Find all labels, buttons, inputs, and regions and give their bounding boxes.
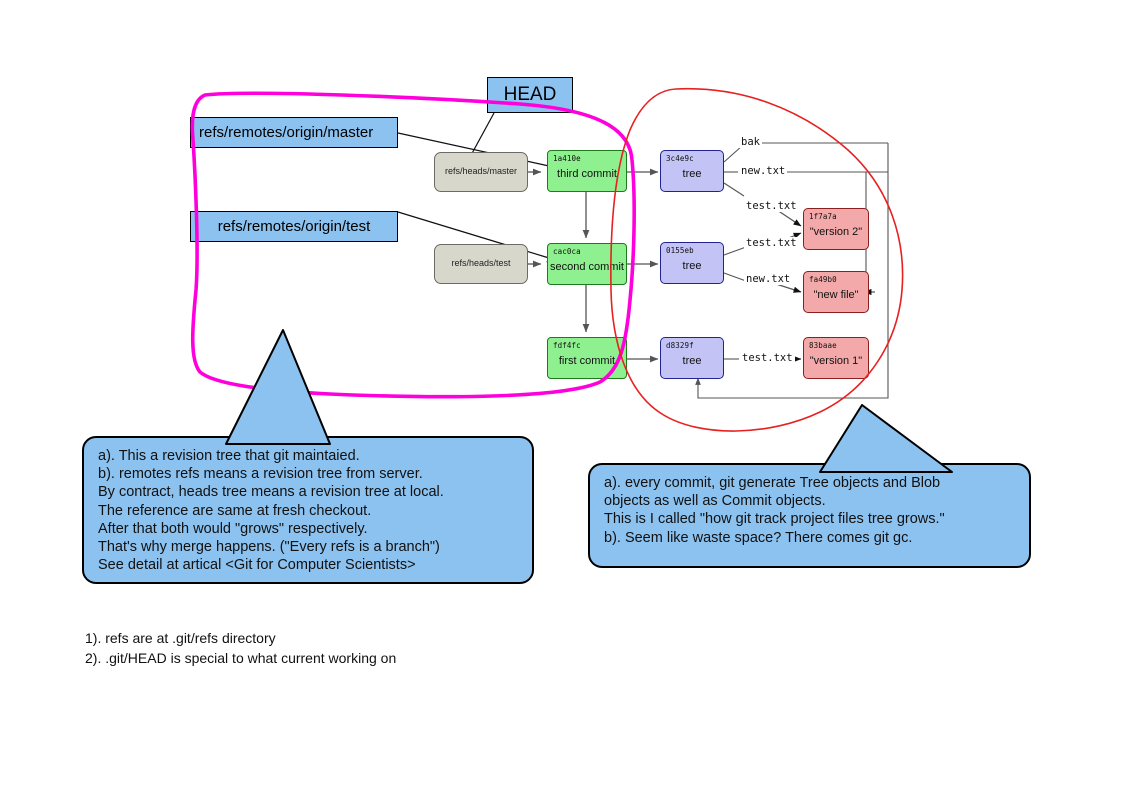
tree-node-d8329f[interactable]: d8329f tree	[660, 337, 724, 379]
commit-hash: fdf4fc	[553, 341, 581, 350]
blob-label: "version 2"	[809, 226, 863, 239]
commit-node-second[interactable]: cac0ca second commit	[547, 243, 627, 285]
callout-right-line-1: a). every commit, git generate Tree obje…	[604, 475, 941, 491]
callout-left: a). This a revision tree that git mainta…	[82, 436, 534, 584]
callout-right-tail	[819, 404, 953, 473]
remote-master-label: refs/remotes/origin/master	[199, 124, 374, 141]
ref-node-heads-master[interactable]: refs/heads/master	[434, 152, 528, 192]
callout-left-line-4: The reference are same at fresh checkout…	[98, 502, 372, 519]
edge-label-new-txt-1: new.txt	[739, 165, 788, 177]
callout-left-line-5: After that both would "grows" respective…	[98, 520, 368, 537]
footer-notes: 1). refs are at .git/refs directory 2). …	[85, 628, 396, 668]
callout-right-line-2: objects as well as Commit objects.	[604, 493, 826, 510]
blob-node-new-file[interactable]: fa49b0 "new file"	[803, 271, 869, 313]
callout-right-line-3: This is I called "how git track project …	[604, 511, 945, 528]
callout-right: a). every commit, git generate Tree obje…	[588, 463, 1031, 568]
blob-hash: 83baae	[809, 341, 837, 350]
callout-left-line-7: See detail at artical <Git for Computer …	[98, 557, 416, 574]
tree-hash: 0155eb	[666, 246, 694, 255]
edge-label-test-txt-3: test.txt	[740, 352, 795, 364]
ref-label: refs/heads/test	[451, 258, 511, 269]
edge-label-test-txt-1: test.txt	[744, 200, 799, 212]
commit-node-third[interactable]: 1a410e third commit	[547, 150, 627, 192]
blob-label: "version 1"	[809, 355, 863, 368]
callout-left-lines: a). This a revision tree that git mainta…	[84, 438, 532, 582]
callout-left-tail	[225, 329, 331, 445]
tree-hash: d8329f	[666, 341, 694, 350]
tree-label: tree	[682, 260, 702, 273]
commit-hash: cac0ca	[553, 247, 581, 256]
blob-node-version-2[interactable]: 1f7a7a "version 2"	[803, 208, 869, 250]
blob-hash: fa49b0	[809, 275, 837, 284]
red-highlight-loop	[610, 87, 904, 432]
footer-note-1: 1). refs are at .git/refs directory	[85, 630, 276, 646]
edge-label-bak: bak	[739, 136, 762, 148]
callout-left-line-1: a). This a revision tree that git mainta…	[98, 448, 360, 464]
callout-right-lines: a). every commit, git generate Tree obje…	[590, 465, 1029, 555]
annotation-remote-master-box[interactable]: refs/remotes/origin/master	[190, 117, 398, 148]
commit-label: second commit	[550, 261, 624, 274]
edge-label-new-txt-2: new.txt	[744, 273, 793, 285]
commit-label: third commit	[557, 168, 617, 181]
tree-label: tree	[682, 355, 702, 368]
callout-right-line-4: b). Seem like waste space? There comes g…	[604, 529, 913, 546]
callout-left-line-3: By contract, heads tree means a revision…	[98, 484, 444, 501]
ref-label: refs/heads/master	[444, 166, 518, 177]
annotation-remote-test-box[interactable]: refs/remotes/origin/test	[190, 211, 398, 242]
callout-left-line-6: That's why merge happens. ("Every refs i…	[98, 539, 440, 556]
remote-test-label: refs/remotes/origin/test	[217, 218, 371, 235]
blob-label: "new file"	[813, 289, 859, 302]
annotation-head-box[interactable]: HEAD	[487, 77, 573, 113]
tree-node-3c4e9c[interactable]: 3c4e9c tree	[660, 150, 724, 192]
callout-left-line-2: b). remotes refs means a revision tree f…	[98, 466, 423, 483]
commit-node-first[interactable]: fdf4fc first commit	[547, 337, 627, 379]
ref-node-heads-test[interactable]: refs/heads/test	[434, 244, 528, 284]
magenta-highlight-loop	[190, 91, 636, 399]
footer-note-2: 2). .git/HEAD is special to what current…	[85, 650, 397, 666]
blob-hash: 1f7a7a	[809, 212, 837, 221]
commit-label: first commit	[558, 355, 616, 368]
tree-hash: 3c4e9c	[666, 154, 694, 163]
tree-label: tree	[682, 168, 702, 181]
tree-node-0155eb[interactable]: 0155eb tree	[660, 242, 724, 284]
head-label: HEAD	[503, 84, 557, 105]
commit-hash: 1a410e	[553, 154, 581, 163]
blob-node-version-1[interactable]: 83baae "version 1"	[803, 337, 869, 379]
edge-label-test-txt-2: test.txt	[744, 237, 799, 249]
